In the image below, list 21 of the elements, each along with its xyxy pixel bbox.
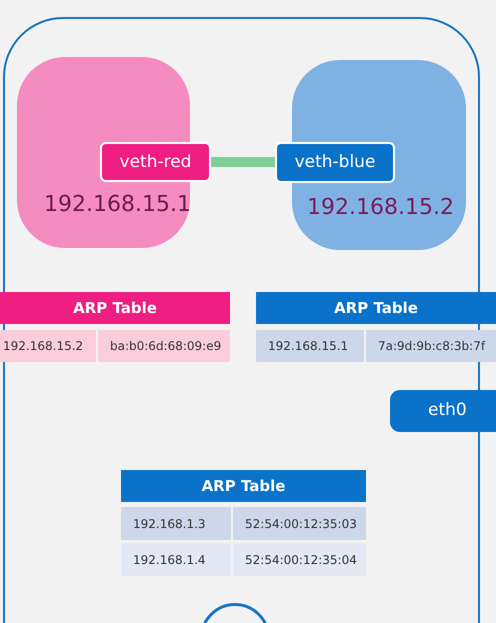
table-header: ARP Table (121, 470, 366, 502)
table-cell: 7a:9d:9b:c8:3b:7f (366, 330, 496, 362)
interface-box (100, 142, 211, 182)
interface-label: eth0 (428, 400, 467, 420)
table-cell: 52:54:00:12:35:03 (233, 507, 366, 540)
table-cell: 192.168.15.2 (0, 330, 96, 362)
table-header: ARP Table (256, 292, 496, 324)
interface-label: veth-red (118, 152, 192, 172)
table-header: ARP Table (0, 292, 230, 324)
table-cell: 192.168.1.3 (121, 507, 231, 540)
interface-label: veth-blue (294, 152, 376, 173)
interface-box (275, 142, 395, 183)
interface-box (390, 390, 496, 432)
table-cell: 52:54:00:12:35:04 (233, 543, 366, 576)
link-line (211, 157, 275, 167)
namespace-box (17, 57, 190, 248)
table-cell: 192.168.1.4 (121, 543, 231, 576)
ip-address: 192.168.15.2 (307, 195, 454, 220)
ip-address: 192.168.15.1 (44, 192, 191, 217)
table-cell: 192.168.15.1 (256, 330, 364, 362)
table-cell: ba:b0:6d:68:09:e9 (98, 330, 230, 362)
